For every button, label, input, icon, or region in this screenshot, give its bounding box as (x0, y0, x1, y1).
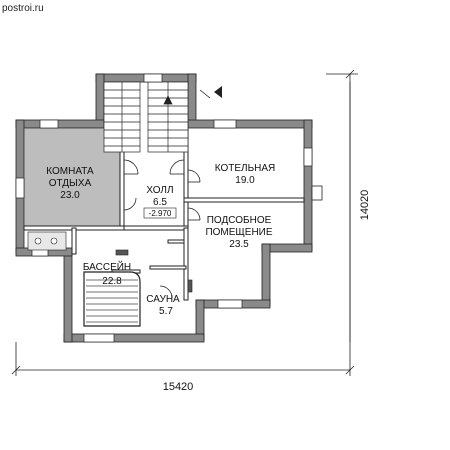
hall-area: 6.5 (153, 197, 167, 208)
fixtures (27, 231, 193, 293)
dimension-height (326, 69, 358, 342)
sauna-name: САУНА (146, 294, 180, 305)
rest-room-area: 23.0 (60, 190, 80, 201)
rest-room-name-2: ОТДЫХА (49, 178, 92, 189)
width-dimension: 15420 (163, 381, 194, 393)
staircase-right (147, 81, 189, 153)
door-swings (123, 89, 211, 299)
entrance-arrow-icon (214, 86, 222, 98)
hall-level: -2.970 (149, 209, 172, 218)
staircase-left (103, 81, 141, 153)
vent-box (311, 185, 323, 201)
rest-room-name-1: КОМНАТА (46, 166, 94, 177)
room-labels: КОМНАТА ОТДЫХА 23.0 ХОЛЛ 6.5 -2.970 КОТЕ… (46, 163, 275, 317)
utility-room-area: 23.5 (229, 239, 249, 250)
pool-area: 22.8 (102, 276, 122, 287)
height-dimension: 14020 (359, 190, 371, 221)
hall-name: ХОЛЛ (146, 185, 173, 196)
pool-name: БАССЕЙН (83, 260, 131, 273)
level-marker (143, 207, 177, 219)
sauna-area: 5.7 (159, 306, 173, 317)
pool (83, 271, 141, 327)
watermark: postroi.ru (2, 3, 44, 14)
utility-room-name-2: ПОМЕЩЕНИЕ (205, 227, 272, 238)
utility-room-name-1: ПОДСОБНОЕ (207, 215, 272, 226)
boiler-room-area: 19.0 (235, 175, 255, 186)
boiler-room-name: КОТЕЛЬНАЯ (215, 163, 276, 174)
